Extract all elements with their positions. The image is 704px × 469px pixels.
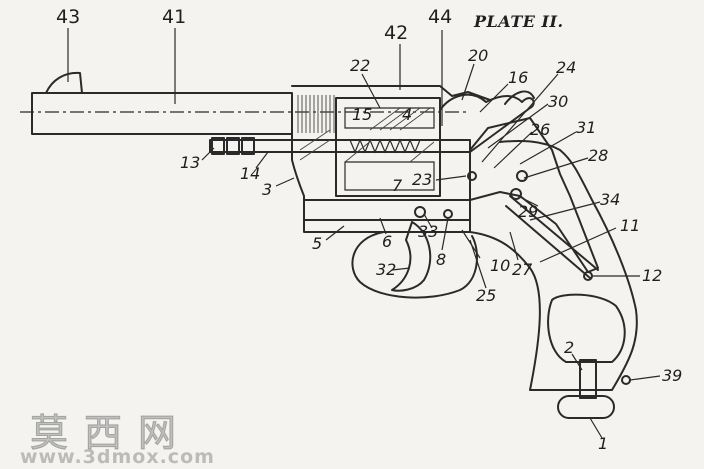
callout-29: 29 [518, 202, 539, 221]
callout-15: 15 [352, 105, 373, 124]
mainspring-strut [505, 195, 599, 279]
trigger-guard [351, 231, 478, 299]
callout-41: 41 [162, 6, 187, 28]
callout-31: 31 [576, 118, 597, 137]
lanyard-ring [557, 395, 615, 419]
pivot-29 [510, 188, 522, 200]
pivot-39 [621, 375, 631, 385]
callout-13: 13 [180, 153, 201, 172]
callout-44: 44 [428, 6, 453, 28]
callout-7: 7 [392, 176, 403, 195]
watermark-logo: 莫西网 [29, 411, 193, 456]
callout-11: 11 [620, 216, 641, 235]
trigger [391, 221, 432, 292]
callout-4: 4 [402, 105, 413, 124]
front-sight [45, 71, 83, 94]
callout-23: 23 [412, 170, 433, 189]
callout-20: 20 [468, 46, 489, 65]
callout-3: 3 [262, 180, 273, 199]
plate-title: PLATE II. [474, 12, 564, 31]
cylinder-chamber [344, 107, 435, 129]
ejector-rod-head [211, 137, 255, 155]
callout-22: 22 [350, 56, 371, 75]
callout-14: 14 [240, 164, 261, 183]
lock-mechanism [469, 117, 599, 273]
grip-panel [547, 293, 626, 363]
callout-39: 39 [662, 366, 683, 385]
ejector-rod [209, 139, 471, 153]
callout-42: 42 [384, 22, 409, 44]
hammer-spur [504, 90, 535, 105]
callout-10: 10 [490, 256, 511, 275]
callout-24: 24 [556, 58, 577, 77]
callout-6: 6 [382, 232, 393, 251]
barrel [31, 92, 293, 135]
callout-1: 1 [598, 434, 609, 453]
pivot-8 [443, 209, 453, 219]
callout-28: 28 [588, 146, 609, 165]
leader-lines [67, 28, 661, 439]
callout-32: 32 [376, 260, 397, 279]
callout-34: 34 [600, 190, 621, 209]
callout-16: 16 [508, 68, 529, 87]
pivot-23 [467, 171, 477, 181]
barrel-threads [297, 95, 335, 133]
section-hatching [299, 107, 435, 163]
callout-30: 30 [548, 92, 569, 111]
callout-26: 26 [530, 120, 551, 139]
cylinder [335, 97, 441, 197]
watermark-url: www.3dmox.com [20, 446, 215, 468]
center-pin-spring [349, 138, 421, 154]
callout-25: 25 [476, 286, 497, 305]
callout-12: 12 [642, 266, 663, 285]
pivot-33 [414, 206, 426, 218]
callout-33: 33 [418, 222, 439, 241]
callout-2: 2 [564, 338, 575, 357]
cylinder-flute [344, 161, 435, 191]
grip-frame [469, 140, 638, 391]
pivot-28 [516, 170, 528, 182]
frame-top-strap [291, 85, 491, 101]
frame-lower [291, 133, 471, 233]
callout-43: 43 [56, 6, 81, 28]
lanyard-swivel [579, 359, 597, 399]
callout-8: 8 [436, 250, 447, 269]
crane [303, 199, 471, 221]
callout-27: 27 [512, 260, 533, 279]
callout-5: 5 [312, 234, 323, 253]
